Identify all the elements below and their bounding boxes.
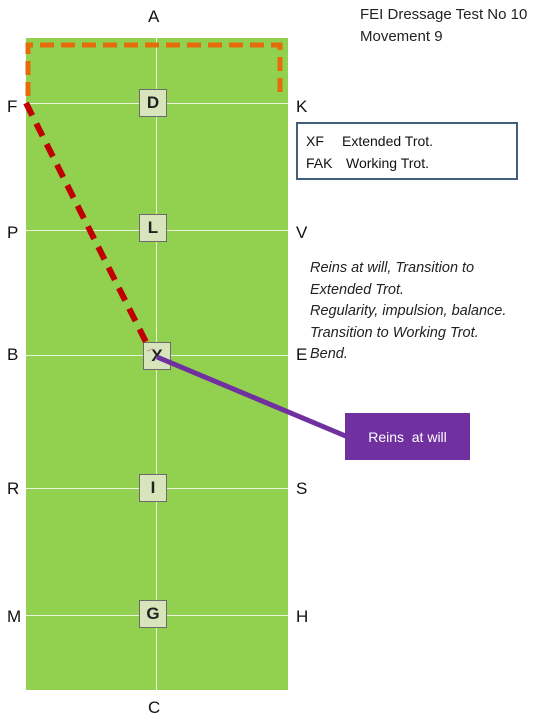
movement-text: Extended Trot. xyxy=(342,133,434,149)
letter-s: S xyxy=(296,479,308,498)
movement-number: Movement 9 xyxy=(360,28,443,45)
letter-a: A xyxy=(148,7,160,26)
marker-g: G xyxy=(139,600,167,628)
letter-h: H xyxy=(296,607,309,626)
marker-i: I xyxy=(139,474,167,502)
letter-v: V xyxy=(296,223,308,242)
note-line: Extended Trot. xyxy=(310,281,405,298)
movement-text: Working Trot. xyxy=(346,155,429,171)
letter-c: C xyxy=(148,698,161,717)
note-line: Transition to Working Trot. xyxy=(310,324,479,341)
movement-row: XF Extended Trot. xyxy=(306,130,508,152)
letter-r: R xyxy=(7,479,20,498)
callout-label: Reins at will xyxy=(368,428,447,445)
letter-f: F xyxy=(7,97,18,116)
note-line: Regularity, impulsion, balance. xyxy=(310,303,507,319)
marker-x: X xyxy=(143,342,171,370)
letter-b: B xyxy=(7,345,19,364)
letter-p: P xyxy=(7,223,19,242)
marker-l: L xyxy=(139,214,167,242)
marker-d: D xyxy=(139,89,167,117)
letter-k: K xyxy=(296,97,308,116)
letter-m: M xyxy=(7,607,22,626)
movement-code: XF xyxy=(306,133,324,149)
movement-box: XF Extended Trot. FAK Working Trot. xyxy=(296,122,518,180)
movement-code: FAK xyxy=(306,155,333,171)
extended-trot-diagonal xyxy=(23,101,153,352)
note-line: Bend. xyxy=(310,346,348,362)
test-name: FEI Dressage Test No 10 xyxy=(360,6,528,23)
note-line: Reins at will, Transition to xyxy=(310,260,475,276)
callout-pointer xyxy=(156,354,349,440)
reins-at-will-callout: Reins at will xyxy=(345,413,470,460)
working-trot-route xyxy=(25,42,283,96)
test-title: FEI Dressage Test No 10 Movement 9 xyxy=(360,4,527,48)
movement-row: FAK Working Trot. xyxy=(306,152,508,174)
letter-e: E xyxy=(296,345,308,364)
movement-notes: Reins at will, Transition to Extended Tr… xyxy=(310,258,538,366)
